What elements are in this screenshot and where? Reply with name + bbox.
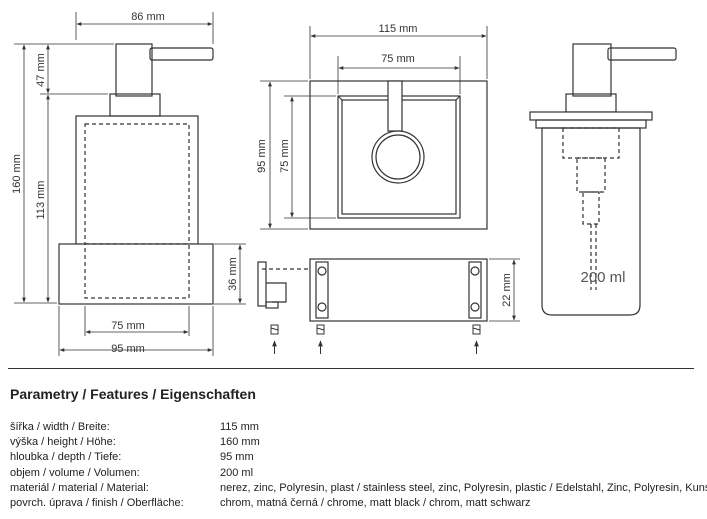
- section-divider: [8, 368, 694, 369]
- spec-label: objem / volume / Volumen:: [10, 466, 140, 479]
- specs-table: šířka / width / Breite: 115 mm výška / h…: [10, 420, 707, 511]
- top-nozzle: [387, 80, 403, 132]
- side-tray: [529, 111, 653, 121]
- spec-row-volume: objem / volume / Volumen: 200 ml: [10, 466, 707, 481]
- glass-container: [541, 127, 641, 316]
- pump-nozzle: [149, 47, 214, 61]
- bracket-plate: [309, 258, 488, 322]
- spec-row-depth: hloubka / depth / Tiefe: 95 mm: [10, 450, 707, 465]
- dim-front-height: 160 mm: [11, 154, 23, 194]
- bracket-view: [257, 258, 488, 322]
- spec-value: 160 mm: [220, 436, 260, 449]
- spec-label: hloubka / depth / Tiefe:: [10, 451, 122, 464]
- side-view: [529, 43, 677, 316]
- base-holder: [58, 243, 214, 305]
- front-view: [58, 43, 214, 305]
- spec-value: 200 ml: [220, 466, 254, 479]
- dim-bracket-height: 22 mm: [501, 273, 513, 307]
- spec-row-width: šířka / width / Breite: 115 mm: [10, 420, 707, 435]
- volume-label: 200 ml: [580, 269, 625, 286]
- specs-title: Parametry / Features / Eigenschaften: [10, 386, 256, 402]
- dim-inner-width: 75 mm: [111, 320, 145, 332]
- dim-base-height: 36 mm: [227, 257, 239, 291]
- dim-front-width: 86 mm: [131, 11, 165, 23]
- spec-row-material: materiál / material / Material: nerez, z…: [10, 481, 707, 496]
- top-pump-circle: [371, 130, 425, 184]
- dim-top-outer-width: 115 mm: [379, 23, 418, 35]
- dim-pump-height: 47 mm: [35, 53, 47, 87]
- spec-value: chrom, matná černá / chrome, matt black …: [220, 497, 531, 510]
- technical-drawing: 86 mm 160 mm 47 mm 113 mm 36 mm 75 mm 95…: [11, 11, 677, 356]
- pump-head: [115, 43, 153, 97]
- spec-row-height: výška / height / Höhe: 160 mm: [10, 435, 707, 450]
- spec-label: materiál / material / Material:: [10, 481, 149, 494]
- dim-top-inner-depth: 75 mm: [279, 139, 291, 173]
- spec-row-finish: povrch. úprava / finish / Oberfläche: ch…: [10, 496, 707, 511]
- dim-body-height: 113 mm: [35, 181, 47, 220]
- side-nozzle: [607, 47, 677, 61]
- spec-label: šířka / width / Breite:: [10, 421, 110, 433]
- spec-value: nerez, zinc, Polyresin, plast / stainles…: [220, 481, 707, 494]
- top-view: [309, 80, 488, 230]
- spec-value: 95 mm: [220, 451, 254, 464]
- spec-value: 115 mm: [220, 421, 259, 433]
- dim-top-outer-depth: 95 mm: [256, 139, 268, 173]
- dim-base-width: 95 mm: [111, 343, 145, 355]
- pump-collar: [109, 93, 161, 117]
- bottle-body: [75, 115, 199, 245]
- dim-top-inner-width: 75 mm: [381, 53, 415, 65]
- spec-label: výška / height / Höhe:: [10, 436, 116, 449]
- screw-markers: [270, 324, 481, 354]
- spec-label: povrch. úprava / finish / Oberfläche:: [10, 497, 184, 510]
- bracket-side: [257, 261, 267, 307]
